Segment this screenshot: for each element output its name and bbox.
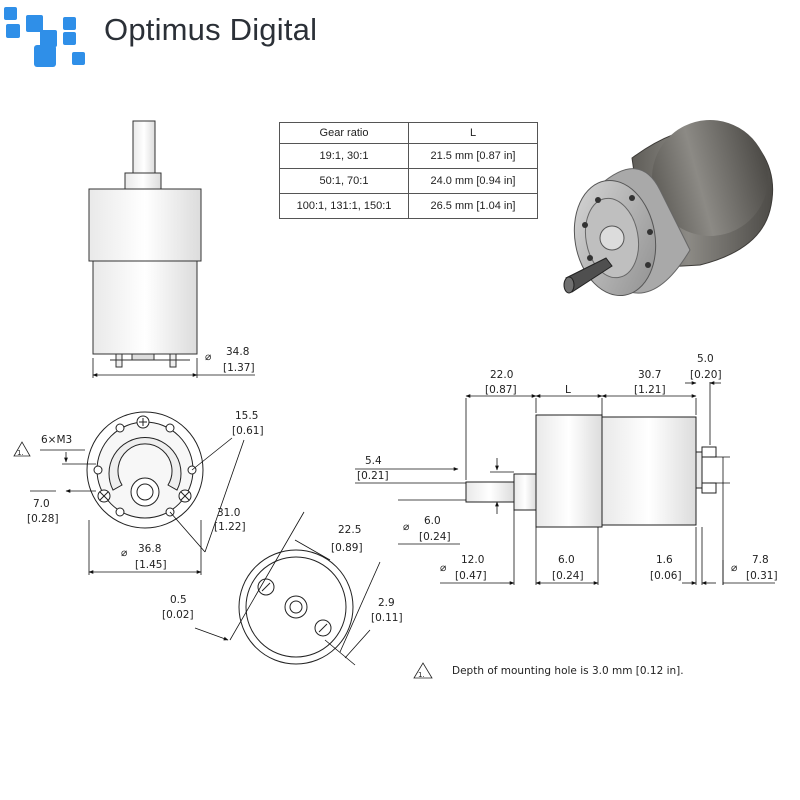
dim-back-gap-in: [0.02]	[162, 609, 194, 621]
dim-back-hole-in: [0.11]	[371, 612, 403, 624]
column-header: Gear ratio	[279, 122, 409, 144]
dim-shaft-len-mm: 22.0	[490, 369, 513, 381]
dim-body-dia-in: [1.37]	[223, 362, 255, 374]
rear-face-dimensions	[194, 511, 381, 666]
front-face-view	[86, 411, 204, 529]
dim-shaft-dia-in: [0.24]	[419, 531, 451, 543]
dim-boss-len-in: [0.24]	[552, 570, 584, 582]
dim-back-gap-mm: 0.5	[170, 594, 187, 606]
dim-bolt-circle-in: [1.22]	[214, 521, 246, 533]
side-view-right	[465, 414, 717, 528]
rear-face-view	[238, 549, 354, 665]
side-view-right-dimensions	[355, 381, 775, 585]
diameter-symbol: ⌀	[440, 562, 446, 574]
dim-bolt-r-mm: 15.5	[235, 410, 258, 422]
dim-shaft-flat-in: [0.21]	[357, 470, 389, 482]
dim-gear-len: L	[565, 384, 571, 396]
side-view-top	[88, 120, 202, 368]
dim-offset-in: [0.28]	[27, 513, 59, 525]
logo-mark-icon	[4, 7, 85, 67]
dim-term-len-in: [0.20]	[690, 369, 722, 381]
dim-boss-len-mm: 6.0	[558, 554, 575, 566]
mounting-hole-note: Depth of mounting hole is 3.0 mm [0.12 i…	[452, 665, 684, 677]
brand-logo: Optimus Digital	[0, 0, 340, 72]
dim-boss-dia-mm: 12.0	[461, 554, 484, 566]
table-cell: 26.5 mm [1.04 in]	[408, 193, 538, 219]
diameter-symbol: ⌀	[731, 562, 737, 574]
table-cell: 100:1, 131:1, 150:1	[279, 193, 409, 219]
note-ref-num: 1.	[17, 449, 24, 457]
dim-bolt-circle-mm: 31.0	[217, 507, 240, 519]
dim-back-span-in: [0.89]	[331, 542, 363, 554]
table-row: 50:1, 70:1 24.0 mm [0.94 in]	[279, 168, 538, 194]
brand-name: Optimus Digital	[104, 12, 318, 47]
dim-offset-mm: 7.0	[33, 498, 50, 510]
dim-back-span-mm: 22.5	[338, 524, 361, 536]
dim-term-dia-in: [0.31]	[746, 570, 778, 582]
note-num: 1.	[418, 671, 425, 679]
dim-shaft-flat-mm: 5.4	[365, 455, 382, 467]
dim-holes: 6×M3	[41, 434, 72, 446]
note-triangle-icon	[413, 662, 433, 679]
gear-ratio-table: Gear ratio L 19:1, 30:1 21.5 mm [0.87 in…	[279, 122, 538, 219]
dim-back-hole-mm: 2.9	[378, 597, 395, 609]
diameter-symbol: ⌀	[205, 351, 211, 363]
table-cell: 24.0 mm [0.94 in]	[408, 168, 538, 194]
table-cell: 19:1, 30:1	[279, 143, 409, 169]
dimension-body-dia	[92, 358, 255, 378]
dim-term-len-mm: 5.0	[697, 353, 714, 365]
front-face-dimensions	[13, 437, 245, 575]
dim-shaft-dia-mm: 6.0	[424, 515, 441, 527]
dim-motor-len-mm: 30.7	[638, 369, 661, 381]
table-cell: 50:1, 70:1	[279, 168, 409, 194]
table-row: 100:1, 131:1, 150:1 26.5 mm [1.04 in]	[279, 193, 538, 219]
diameter-symbol: ⌀	[121, 547, 127, 559]
dim-shaft-len-in: [0.87]	[485, 384, 517, 396]
dim-flange-mm: 1.6	[656, 554, 673, 566]
table-row: 19:1, 30:1 21.5 mm [0.87 in]	[279, 143, 538, 169]
dim-face-dia-in: [1.45]	[135, 559, 167, 571]
dim-term-dia-mm: 7.8	[752, 554, 769, 566]
dim-motor-len-in: [1.21]	[634, 384, 666, 396]
dim-bolt-r-in: [0.61]	[232, 425, 264, 437]
table-cell: 21.5 mm [0.87 in]	[408, 143, 538, 169]
dim-body-dia-mm: 34.8	[226, 346, 249, 358]
diameter-symbol: ⌀	[403, 521, 409, 533]
dim-face-dia-mm: 36.8	[138, 543, 161, 555]
dim-flange-in: [0.06]	[650, 570, 682, 582]
motor-3d-render	[563, 120, 774, 297]
dim-boss-dia-in: [0.47]	[455, 570, 487, 582]
